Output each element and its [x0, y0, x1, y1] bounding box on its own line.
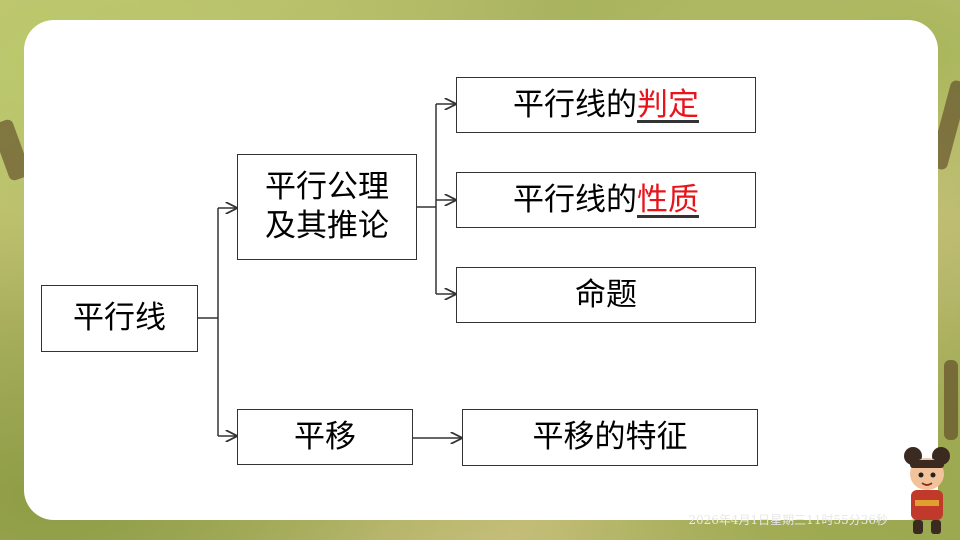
cartoon-character-image	[904, 447, 950, 534]
node-label-prefix: 平行线的	[513, 86, 637, 123]
highlight-keyword: 性质	[637, 181, 699, 218]
node-label: 平行公理 及其推论	[265, 169, 389, 244]
node-judgement: 平行线的判定	[456, 77, 756, 133]
decor-stripe	[944, 360, 958, 440]
node-label-prefix: 平行线的	[513, 181, 637, 218]
node-proposition: 命题	[456, 267, 756, 323]
node-property: 平行线的性质	[456, 172, 756, 228]
timestamp-watermark: 2026年4月1日星期三11时55分36秒	[688, 513, 888, 527]
node-translation-feature: 平移的特征	[462, 409, 758, 466]
highlight-keyword: 判定	[637, 86, 699, 123]
node-parallel-axiom: 平行公理 及其推论	[237, 154, 417, 260]
node-parallel-lines: 平行线	[41, 285, 198, 352]
node-label: 平移的特征	[532, 419, 688, 456]
node-translation: 平移	[237, 409, 413, 465]
node-label: 命题	[575, 276, 637, 313]
node-label: 平行线	[73, 300, 166, 337]
node-label: 平移	[294, 418, 356, 455]
